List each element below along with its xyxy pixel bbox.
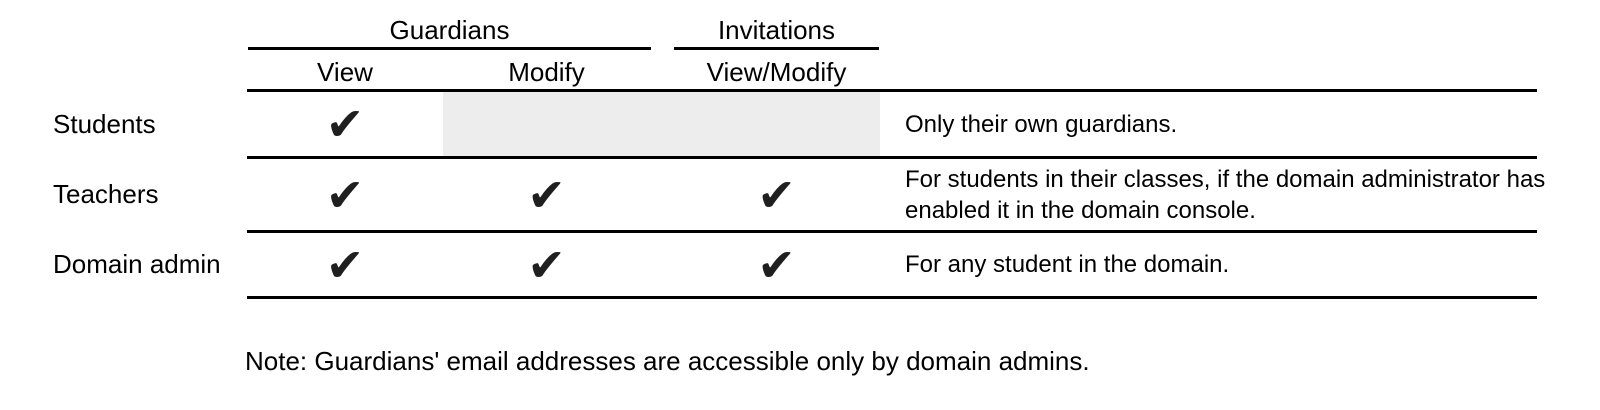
check-icon: ✔ bbox=[325, 237, 365, 292]
note-text: For any student in the domain. bbox=[905, 251, 1230, 278]
check-icon: ✔ bbox=[325, 167, 365, 222]
table-row-teachers: Teachers ✔ ✔ ✔ For students in their cla… bbox=[0, 159, 1600, 230]
row-label-teachers: Teachers bbox=[53, 179, 159, 209]
column-header-view: View bbox=[317, 57, 373, 87]
row-rule-2 bbox=[247, 230, 1537, 233]
table-row-students: Students ✔ Only their own guardians. bbox=[0, 92, 1600, 156]
cell-domain-admin-view-modify: ✔ bbox=[674, 233, 879, 296]
check-icon: ✔ bbox=[527, 167, 566, 222]
invitations-underline bbox=[674, 47, 879, 50]
column-group-guardians: Guardians bbox=[389, 15, 510, 45]
footnote: Note: Guardians' email addresses are acc… bbox=[245, 346, 1090, 376]
row-rule-1 bbox=[247, 156, 1537, 159]
note-text: Only their own guardians. bbox=[905, 110, 1178, 138]
check-icon: ✔ bbox=[527, 237, 566, 292]
row-label-students: Students bbox=[53, 108, 156, 139]
table-row-domain-admin: Domain admin ✔ ✔ ✔ For any student in th… bbox=[0, 233, 1600, 296]
guardians-underline bbox=[248, 47, 651, 50]
cell-teachers-note: For students in their classes, if the do… bbox=[905, 159, 1550, 230]
check-icon: ✔ bbox=[757, 167, 796, 222]
cell-domain-admin-modify: ✔ bbox=[442, 233, 651, 296]
header-rule bbox=[247, 89, 1537, 92]
cell-teachers-modify: ✔ bbox=[442, 159, 651, 230]
cell-domain-admin-note: For any student in the domain. bbox=[905, 233, 1550, 296]
cell-teachers-view-modify: ✔ bbox=[674, 159, 879, 230]
cell-students-note: Only their own guardians. bbox=[905, 92, 1550, 156]
note-text: For students in their classes, if the do… bbox=[905, 165, 1546, 224]
cell-teachers-view: ✔ bbox=[248, 159, 442, 230]
students-disabled-cell bbox=[443, 92, 880, 157]
column-header-view-modify: View/Modify bbox=[706, 57, 847, 87]
cell-students-view: ✔ bbox=[248, 92, 442, 156]
row-label-domain-admin: Domain admin bbox=[53, 249, 221, 279]
cell-domain-admin-view: ✔ bbox=[248, 233, 442, 296]
check-icon: ✔ bbox=[757, 237, 796, 292]
column-header-modify: Modify bbox=[508, 57, 585, 87]
table-bottom-rule bbox=[247, 296, 1537, 299]
check-icon: ✔ bbox=[325, 97, 365, 151]
column-group-invitations: Invitations bbox=[717, 15, 836, 45]
